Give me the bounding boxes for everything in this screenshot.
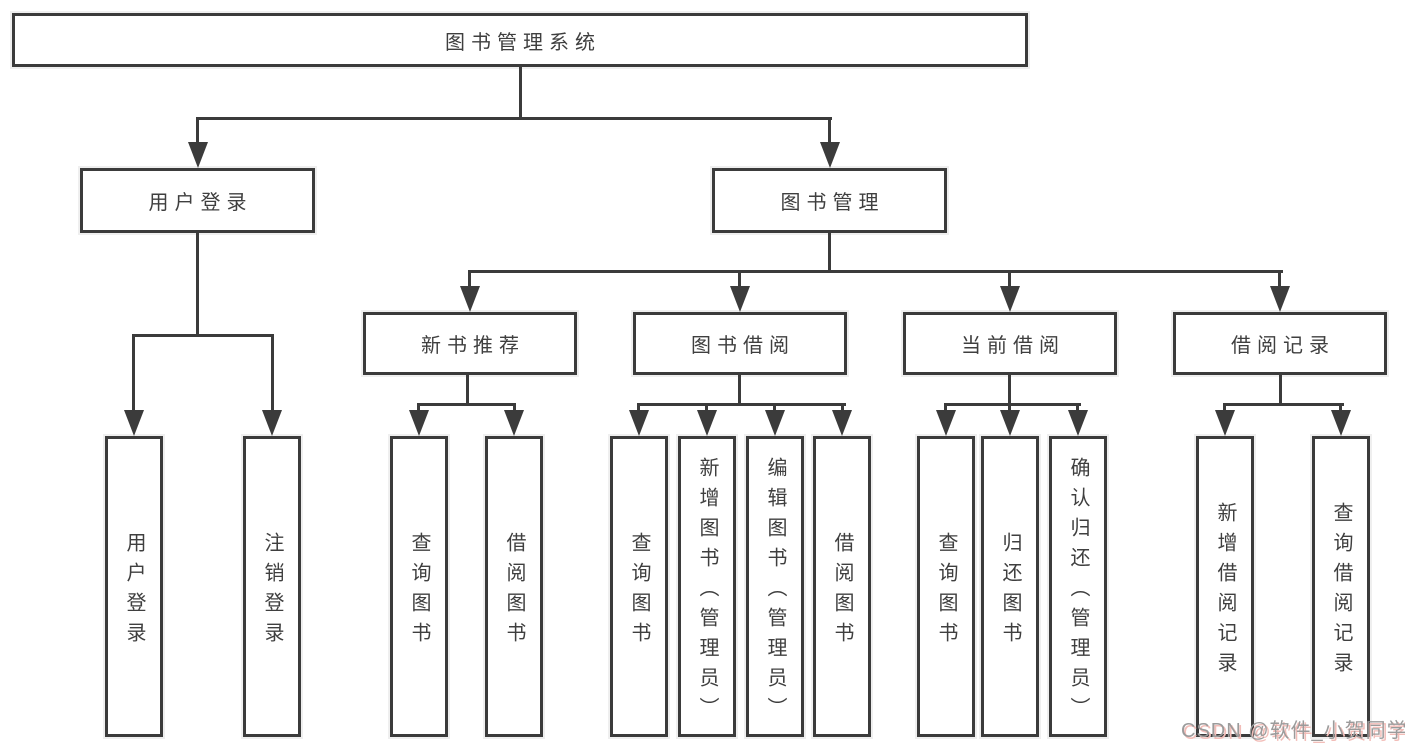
node-book-management-label: 图书管理: [780, 192, 885, 214]
arrowhead-g3-2: [697, 410, 717, 436]
arrowhead-g5-2: [1331, 410, 1351, 436]
arrowhead-g5-1: [1215, 410, 1235, 436]
connector-currentborrow-stem: [1008, 375, 1011, 406]
leaf-confirm-return-admin: 确认归还（管理员）: [1049, 436, 1107, 737]
arrowhead-g4-2: [1000, 410, 1020, 436]
leaf-edit-books-admin: 编辑图书（管理员）: [746, 436, 804, 737]
connector-root-bar: [196, 117, 832, 120]
leaf-confirm-return-admin-label: 确认归还（管理员）: [1067, 456, 1089, 727]
arrowhead-current-borrowing: [1000, 286, 1020, 312]
csdn-watermark: CSDN @软件_小贺同学: [1181, 720, 1405, 742]
connector-drop-g2-1: [417, 403, 420, 412]
node-book-borrowing-label: 图书借阅: [691, 335, 795, 357]
arrowhead-g2-2: [504, 410, 524, 436]
leaf-logout-label: 注销登录: [261, 531, 283, 652]
connector-drop-g4-2: [1008, 403, 1011, 412]
arrowhead-g2-1: [409, 410, 429, 436]
node-user-login-label: 用户登录: [148, 192, 253, 214]
node-new-book-recommend: 新书推荐: [363, 312, 577, 375]
leaf-query-borrow-record: 查询借阅记录: [1312, 436, 1370, 737]
arrowhead-g3-4: [832, 410, 852, 436]
connector-bookborrow-stem: [738, 375, 741, 406]
node-new-book-recommend-label: 新书推荐: [421, 335, 525, 357]
connector-bookmgmt-bar: [468, 270, 1283, 273]
connector-drop-book-borrowing: [738, 270, 741, 288]
connector-root-stem: [519, 67, 522, 120]
leaf-user-login-label: 用户登录: [123, 531, 145, 652]
connector-drop-current-borrowing: [1008, 270, 1011, 288]
connector-bookmgmt-stem: [828, 233, 831, 273]
leaf-borrow-books: 借阅图书: [813, 436, 871, 737]
node-book-management: 图书管理: [712, 168, 947, 233]
leaf-return-books-label: 归还图书: [999, 531, 1021, 652]
connector-drop-g3-4: [841, 403, 844, 412]
node-current-borrowing-label: 当前借阅: [961, 335, 1065, 357]
leaf-query-books-current-label: 查询图书: [935, 531, 957, 652]
arrowhead-book-borrowing: [730, 286, 750, 312]
leaf-return-books: 归还图书: [981, 436, 1039, 737]
leaf-query-books-borrowing-label: 查询图书: [628, 531, 650, 652]
connector-drop-g5-2: [1339, 403, 1342, 412]
arrowhead-book-management: [820, 142, 840, 168]
connector-bookborrow-bar: [637, 403, 846, 406]
leaf-borrow-books-label: 借阅图书: [831, 531, 853, 652]
node-user-login: 用户登录: [80, 168, 315, 233]
connector-drop-book-management: [828, 117, 831, 145]
connector-newbooks-stem: [466, 375, 469, 406]
node-root-label: 图书管理系统: [445, 31, 601, 54]
leaf-add-borrow-record-label: 新增借阅记录: [1214, 501, 1236, 682]
connector-drop-g3-1: [637, 403, 640, 412]
connector-records-bar: [1223, 403, 1344, 406]
leaf-user-login: 用户登录: [105, 436, 163, 737]
arrowhead-g4-3: [1068, 410, 1088, 436]
leaf-borrow-books-recommend: 借阅图书: [485, 436, 543, 737]
connector-currentborrow-bar: [944, 403, 1081, 406]
connector-drop-leaf-logout: [271, 334, 274, 412]
connector-userlogin-bar: [132, 334, 274, 337]
connector-userlogin-stem: [196, 233, 199, 336]
leaf-query-books-current: 查询图书: [917, 436, 975, 737]
leaf-add-borrow-record: 新增借阅记录: [1196, 436, 1254, 737]
arrowhead-g3-3: [765, 410, 785, 436]
connector-drop-user-login: [196, 117, 199, 145]
node-borrowing-records-label: 借阅记录: [1231, 335, 1335, 357]
arrowhead-user-login: [188, 142, 208, 168]
node-book-borrowing: 图书借阅: [633, 312, 847, 375]
arrowhead-g4-1: [936, 410, 956, 436]
arrowhead-new-books: [460, 286, 480, 312]
node-root: 图书管理系统: [12, 13, 1028, 67]
connector-drop-leaf-login: [132, 334, 135, 412]
leaf-add-books-admin: 新增图书（管理员）: [678, 436, 736, 737]
connector-drop-g4-1: [944, 403, 947, 412]
leaf-query-books-borrowing: 查询图书: [610, 436, 668, 737]
connector-drop-g4-3: [1076, 403, 1079, 412]
arrowhead-g3-1: [629, 410, 649, 436]
arrowhead-borrowing-records: [1270, 286, 1290, 312]
leaf-edit-books-admin-label: 编辑图书（管理员）: [764, 456, 786, 727]
connector-drop-borrowing-records: [1278, 270, 1281, 288]
leaf-borrow-books-recommend-label: 借阅图书: [503, 531, 525, 652]
leaf-query-books-recommend: 查询图书: [390, 436, 448, 737]
connector-drop-g2-2: [513, 403, 516, 412]
leaf-query-borrow-record-label: 查询借阅记录: [1330, 501, 1352, 682]
leaf-logout: 注销登录: [243, 436, 301, 737]
arrowhead-leaf-login: [124, 410, 144, 436]
leaf-query-books-recommend-label: 查询图书: [408, 531, 430, 652]
node-current-borrowing: 当前借阅: [903, 312, 1117, 375]
leaf-add-books-admin-label: 新增图书（管理员）: [696, 456, 718, 727]
connector-drop-g3-3: [773, 403, 776, 412]
arrowhead-leaf-logout: [262, 410, 282, 436]
connector-newbooks-bar: [417, 403, 516, 406]
connector-drop-g3-2: [705, 403, 708, 412]
connector-drop-new-books: [468, 270, 471, 288]
node-borrowing-records: 借阅记录: [1173, 312, 1387, 375]
connector-records-stem: [1279, 375, 1282, 406]
connector-drop-g5-1: [1223, 403, 1226, 412]
